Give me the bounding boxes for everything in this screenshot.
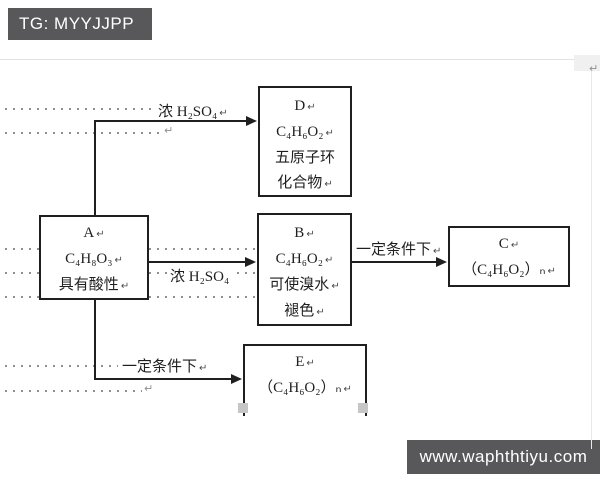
paragraph-mark: ↵ — [433, 246, 442, 257]
edge-label-a-to-d: 浓 H₂SO₄↵ — [158, 104, 228, 120]
box-d-line: D↵ — [294, 98, 316, 114]
box-c: C↵ （C₄H₆O₂）ₙ↵ — [448, 226, 570, 287]
paragraph-mark: ↵ — [325, 128, 334, 139]
arrow-b-to-c-head — [436, 257, 447, 267]
box-e-line: （C₄H₆O₂）ₙ↵ — [258, 380, 352, 396]
paragraph-mark: ↵ — [164, 124, 174, 137]
dotted-guide-row — [5, 390, 142, 392]
arrow-a-to-e-vertical — [94, 296, 96, 380]
box-b-line: B↵ — [294, 225, 315, 241]
paragraph-mark: ↵ — [120, 281, 130, 292]
box-b-line: C₄H₆O₂↵ — [275, 251, 334, 267]
box-a: A↵ C₄H₈O₃↵ 具有酸性↵ — [39, 215, 149, 300]
box-a-line: 具有酸性↵ — [58, 277, 130, 293]
paragraph-mark: ↵ — [199, 363, 208, 374]
box-a-line: C₄H₈O₃↵ — [65, 251, 123, 267]
paragraph-mark: ↵ — [324, 255, 334, 266]
dotted-guide-row — [5, 365, 118, 367]
paragraph-mark: ↵ — [547, 266, 556, 277]
paragraph-mark: ↵ — [114, 255, 123, 266]
box-d-line: 五原子环 — [274, 150, 335, 166]
watermark-top-text: TG: MYYJJPP — [19, 14, 135, 33]
selection-handle[interactable] — [358, 403, 368, 413]
box-c-line: C↵ — [498, 236, 520, 252]
arrow-a-to-d-head — [246, 116, 257, 126]
paragraph-mark: ↵ — [589, 62, 599, 75]
arrow-a-to-b-shaft — [149, 261, 245, 263]
paragraph-mark: ↵ — [316, 307, 325, 318]
dotted-guide-row — [5, 108, 155, 110]
arrow-a-to-d-shaft — [94, 120, 246, 122]
arrow-a-to-d-vertical — [94, 120, 96, 216]
paragraph-mark: ↵ — [306, 229, 315, 240]
paragraph-mark: ↵ — [96, 229, 105, 240]
box-e-line: E↵ — [295, 354, 315, 370]
box-a-line: A↵ — [83, 225, 105, 241]
arrow-b-to-c-shaft — [352, 261, 436, 263]
paragraph-mark: ↵ — [144, 382, 154, 395]
watermark-bottom-text: www.waphthtiyu.com — [419, 447, 588, 466]
edge-label-a-to-e: 一定条件下↵ — [122, 359, 208, 375]
arrow-a-to-e-head — [231, 374, 242, 384]
watermark-top-banner: TG: MYYJJPP — [8, 8, 152, 40]
box-b: B↵ C₄H₆O₂↵ 可使溴水↵ 褪色↵ — [257, 213, 352, 326]
selection-handle[interactable] — [238, 403, 248, 413]
paragraph-mark: ↵ — [307, 102, 316, 113]
page-corner-shade — [574, 55, 600, 71]
edge-label-a-to-b: 浓 H₂SO₄ — [168, 265, 232, 286]
box-d-line: C₄H₆O₂↵ — [276, 124, 334, 140]
box-d: D↵ C₄H₆O₂↵ 五原子环 化合物↵ — [258, 86, 352, 197]
arrow-a-to-e-shaft — [94, 378, 231, 380]
arrow-a-to-b-head — [245, 257, 256, 267]
box-b-line: 可使溴水↵ — [269, 277, 340, 293]
dotted-guide-row — [5, 132, 162, 134]
paragraph-mark: ↵ — [510, 240, 520, 251]
box-e: E↵ （C₄H₆O₂）ₙ↵ — [243, 344, 367, 416]
watermark-bottom-banner: www.waphthtiyu.com — [407, 440, 600, 474]
box-b-line: 褪色↵ — [284, 303, 325, 319]
box-d-line: 化合物↵ — [277, 175, 333, 191]
paragraph-mark: ↵ — [306, 358, 315, 369]
edge-label-b-to-c: 一定条件下↵ — [356, 242, 442, 258]
paragraph-mark: ↵ — [219, 108, 228, 119]
page-right-border — [591, 59, 592, 449]
paragraph-mark: ↵ — [343, 384, 352, 395]
page-top-border — [0, 59, 600, 60]
paragraph-mark: ↵ — [331, 281, 340, 292]
paragraph-mark: ↵ — [324, 179, 333, 190]
box-c-line: （C₄H₆O₂）ₙ↵ — [462, 262, 556, 278]
